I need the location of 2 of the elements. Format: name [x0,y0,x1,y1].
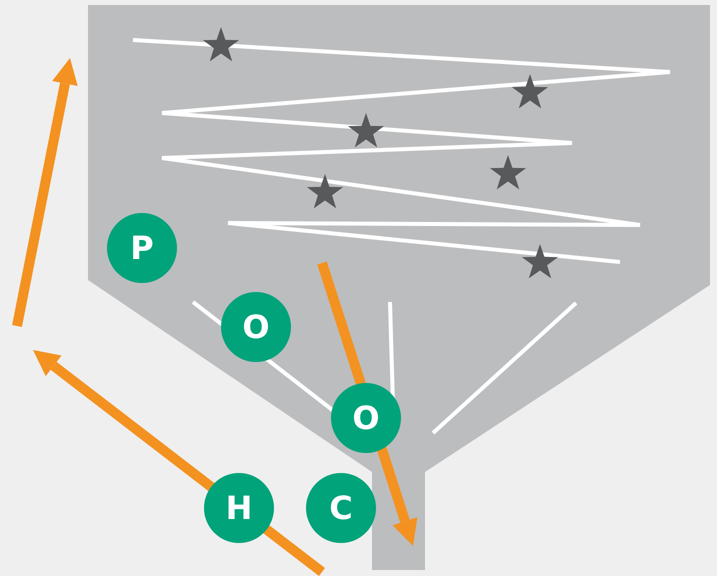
atom-circle: H [204,473,274,543]
atom-circle: C [306,473,376,543]
